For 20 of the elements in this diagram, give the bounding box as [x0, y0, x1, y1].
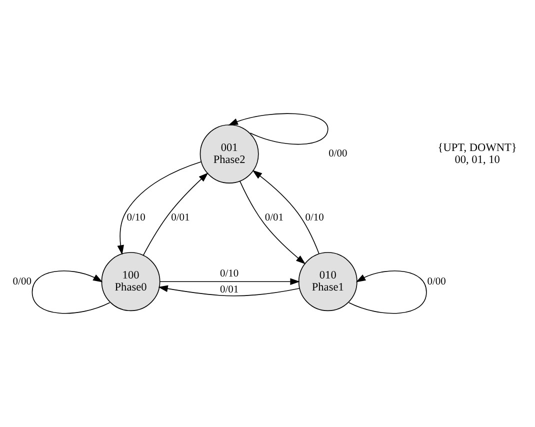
- edge-label: 0/10: [220, 268, 239, 280]
- label: 00, 01, 10: [454, 154, 500, 166]
- edge-label: 0/10: [126, 212, 146, 224]
- label: {UPT, DOWNT}: [438, 142, 517, 154]
- edge-label: 0/00: [427, 276, 446, 288]
- arrow: [159, 278, 300, 285]
- edge-label: 0/01: [171, 212, 190, 224]
- node-circle: 010 Phase1: [298, 252, 358, 312]
- edge-label: 0/10: [305, 212, 324, 224]
- edge-label: 0/00: [328, 148, 348, 160]
- arrow: [228, 113, 328, 145]
- node-circle: 100 Phase0: [101, 252, 160, 312]
- arrow: [240, 180, 306, 264]
- edge-label: 0/00: [12, 276, 32, 288]
- arrow: [117, 161, 202, 255]
- arrow: [142, 172, 208, 256]
- edge-label: 0/01: [264, 212, 284, 224]
- edge-label: 0/01: [220, 284, 239, 296]
- arrow: [252, 170, 320, 254]
- arrow: [158, 285, 300, 296]
